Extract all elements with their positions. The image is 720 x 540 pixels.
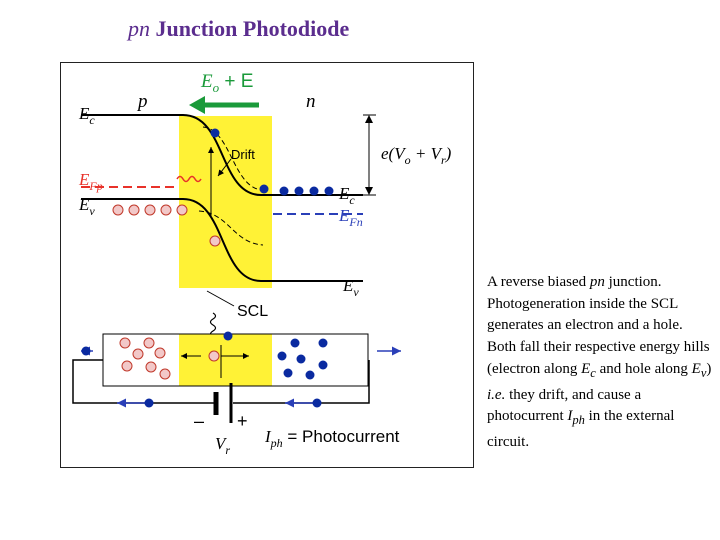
p-hole (176, 204, 188, 216)
caption-text: A reverse biased (487, 274, 590, 290)
photodiode-diagram: Eo + E p n Ec EFp Ev Ec EFn Ev Drift e(V… (72, 71, 452, 457)
circuit-electron (312, 398, 322, 408)
photon-wave-icon (209, 312, 217, 338)
diagram-frame: Eo + E p n Ec EFp Ev Ec EFn Ev Drift e(V… (60, 62, 474, 468)
p-region-hole (159, 368, 171, 380)
p-region-hole (145, 361, 157, 373)
scl-pointer (206, 290, 235, 307)
p-region-hole (132, 348, 144, 360)
valence-band-edge (81, 198, 363, 282)
p-hole (128, 204, 140, 216)
efn-label: EFn (338, 206, 363, 229)
left-electron (81, 346, 91, 356)
caption-text: in the external circuit. (487, 408, 675, 450)
caption-text: they drift, and cause a photocurrent (487, 386, 642, 425)
caption-text: and hole along (595, 360, 692, 377)
vr-label: Vr (215, 434, 230, 457)
photo-hole (209, 235, 221, 247)
p-region-hole (143, 337, 155, 349)
caption-text: junction. Photogeneration inside the SCL… (487, 274, 710, 377)
efp-label: EFp (78, 170, 103, 193)
caption-ec-sub: c (590, 365, 596, 380)
field-label: Eo + E (200, 71, 253, 95)
caption-pn: pn (589, 274, 605, 290)
n-electron (294, 186, 304, 196)
ev-right-label: Ev (342, 276, 359, 299)
conduction-band-edge (81, 114, 363, 196)
photocurrent-label: Iph = Photocurrent (264, 427, 400, 450)
caption-ev-sub: v (700, 365, 707, 380)
hole-drift-path (198, 210, 264, 246)
n-electron (324, 186, 334, 196)
n-electron (309, 186, 319, 196)
n-region-electron (318, 338, 328, 348)
ec-left-label: Ec (78, 104, 95, 127)
field-arrow (189, 96, 259, 114)
n-region-electron (318, 360, 328, 370)
device-photo-hole (208, 350, 220, 362)
circuit-electron (144, 398, 154, 408)
n-side-label: n (306, 91, 316, 112)
n-region-electron (290, 338, 300, 348)
scl-label: SCL (237, 303, 268, 320)
title-rest: Junction Photodiode (150, 16, 350, 41)
slide-title: pn Junction Photodiode (128, 16, 349, 42)
caption-ie: i.e. (487, 386, 506, 403)
scl-region-device (179, 334, 272, 386)
ec-right-label: Ec (338, 184, 355, 207)
scl-region-band (179, 116, 272, 288)
p-hole (112, 204, 124, 216)
caption-ev-symbol: E (691, 360, 701, 377)
device-photo-electron (223, 331, 233, 341)
p-region-hole (119, 337, 131, 349)
caption-text: ) (706, 360, 712, 377)
barrier-label: e(Vo + Vr) (381, 144, 452, 167)
drifting-electron (259, 184, 269, 194)
p-region-hole (121, 360, 133, 372)
p-hole (144, 204, 156, 216)
photon-wave-icon (176, 175, 202, 183)
n-region-electron (305, 370, 315, 380)
battery-plus: + (237, 411, 248, 431)
p-hole (160, 204, 172, 216)
n-region-electron (283, 368, 293, 378)
caption-ec-symbol: E (581, 360, 591, 377)
ev-left-label: Ev (78, 195, 95, 218)
n-region-electron (296, 354, 306, 364)
caption-iph-sub: ph (572, 413, 585, 428)
drift-label: Drift (231, 147, 255, 162)
n-electron (279, 186, 289, 196)
n-region-electron (277, 351, 287, 361)
photo-electron (210, 128, 220, 138)
barrier-arrow-up (365, 115, 373, 123)
drift-pointer (217, 158, 232, 177)
battery-minus: – (194, 411, 204, 431)
electron-drift-path (202, 126, 264, 191)
barrier-arrow-down (365, 187, 373, 195)
title-pn: pn (128, 16, 150, 41)
caption: A reverse biased pn junction. Photogener… (487, 272, 712, 454)
caption-iph-symbol: I (567, 408, 573, 425)
p-region-hole (154, 347, 166, 359)
p-side-label: p (136, 91, 148, 112)
